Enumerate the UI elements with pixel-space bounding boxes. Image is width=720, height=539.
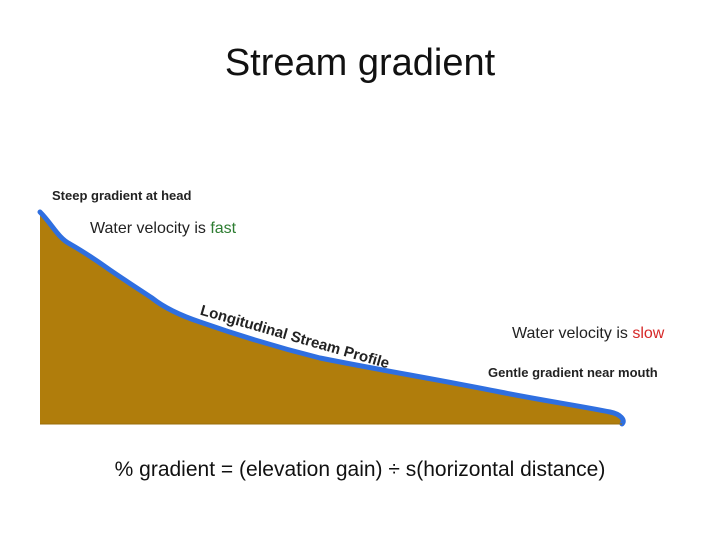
fast-velocity-label: Water velocity is fast <box>90 220 236 238</box>
slow-velocity-label: Water velocity is slow <box>512 325 664 343</box>
fast-velocity-prefix: Water velocity is <box>90 220 211 237</box>
riverbed-ground <box>40 212 624 424</box>
gentle-gradient-label: Gentle gradient near mouth <box>488 365 658 380</box>
gradient-formula: % gradient = (elevation gain) ÷ s(horizo… <box>114 458 606 481</box>
stream-water-line <box>37 209 626 427</box>
steep-gradient-label: Steep gradient at head <box>52 188 192 203</box>
fast-word: fast <box>210 220 237 237</box>
slow-word: slow <box>632 325 665 342</box>
slide-title: Stream gradient <box>224 42 496 84</box>
slow-velocity-prefix: Water velocity is <box>512 325 633 342</box>
